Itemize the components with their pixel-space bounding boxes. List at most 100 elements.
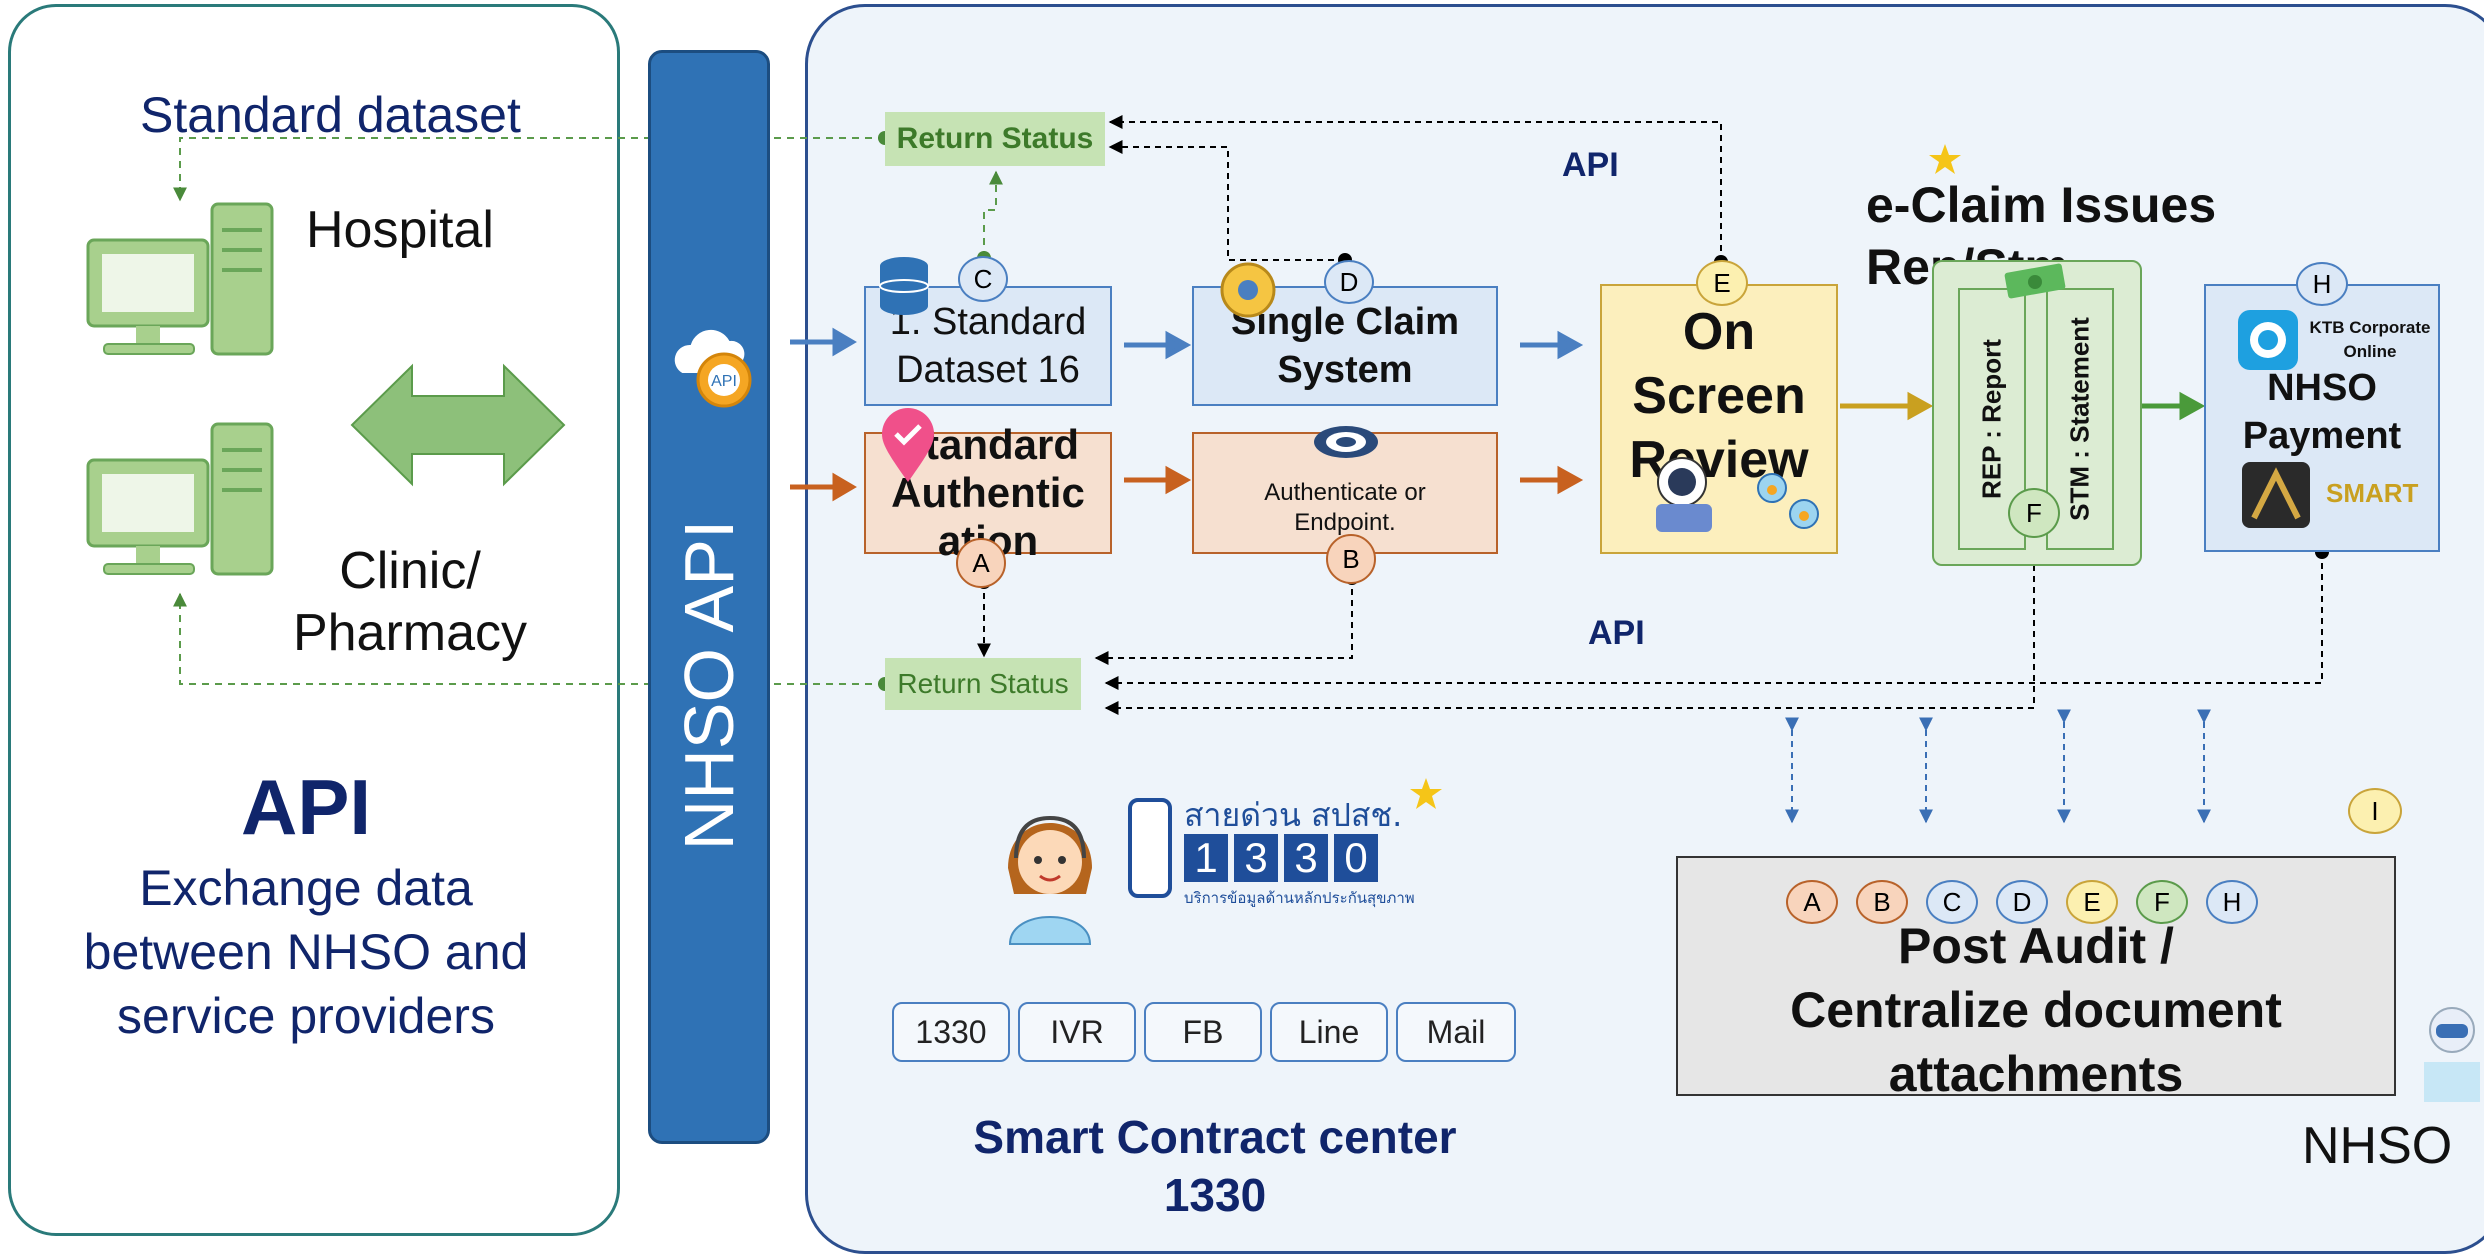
box-line: Endpoint. xyxy=(1294,509,1396,536)
channel-fb-button[interactable]: FB xyxy=(1144,1002,1262,1062)
eclaim-line: e-Claim Issues xyxy=(1866,177,2217,233)
providers-panel xyxy=(8,4,620,1236)
h-to-status xyxy=(1104,552,2323,690)
stm-label: STM : Statement xyxy=(2064,317,2095,521)
marker-d: D xyxy=(1324,260,1374,304)
box-line: Authenticate or xyxy=(1264,479,1426,506)
box-line: Single Claim xyxy=(1230,301,1460,343)
box-line: NHSO xyxy=(2267,367,2377,409)
audit-line: Centralize document xyxy=(1790,982,2282,1038)
api-cloud-gear-icon: API xyxy=(672,327,752,408)
operator-avatar xyxy=(1008,815,1092,945)
api-desc-line: between NHSO and xyxy=(83,924,529,980)
hotline-digit: 1 xyxy=(1184,834,1228,882)
standard-authentication-box[interactable]: Standard Authentic ation xyxy=(864,421,1112,564)
star-icon xyxy=(1410,778,1442,809)
marker-h: H xyxy=(2296,262,2348,306)
c-to-status xyxy=(983,170,1003,258)
audit-marker-b: B xyxy=(1856,880,1908,924)
box-line: On xyxy=(1682,303,1756,361)
audit-marker-e: E xyxy=(2066,880,2118,924)
marker-a: A xyxy=(956,538,1006,588)
nhso-api-label: NHSO API xyxy=(670,519,748,850)
smart-contract-center-label: Smart Contract center 1330 xyxy=(900,1108,1530,1224)
nhso-label: NHSO xyxy=(2302,1117,2453,1175)
e-to-status xyxy=(1108,115,1722,262)
marker-f: F xyxy=(2008,488,2060,538)
hospital-computer-icon xyxy=(86,202,274,356)
marker-e: E xyxy=(1696,260,1748,306)
phone-icon xyxy=(1128,798,1172,898)
ktb-line: KTB Corporate xyxy=(2309,318,2431,337)
post-audit-label: Post Audit / Centralize document attachm… xyxy=(1676,914,2396,1106)
clinic-computer-icon xyxy=(86,422,274,576)
clinic-pharmacy-label: Clinic/ Pharmacy xyxy=(270,540,550,664)
pharmacy-label: Pharmacy xyxy=(292,604,528,662)
d-to-status xyxy=(1108,140,1345,261)
hotline-thai-sub: บริการข้อมูลด้านหลักประกันสุขภาพ xyxy=(1184,889,1415,907)
return-status-bottom: Return Status xyxy=(885,658,1081,710)
f-to-status xyxy=(1104,532,2035,715)
orange-flow-arrows xyxy=(790,465,1584,502)
box-line: Authentic xyxy=(891,469,1085,516)
gold-flow-arrow xyxy=(1840,391,1934,421)
astronaut-laptop-icon xyxy=(1656,457,1819,532)
b-to-status xyxy=(1094,578,1353,665)
nhso-api-bar xyxy=(648,50,770,1144)
api-cloud-text: API xyxy=(711,373,737,390)
channel-line-button[interactable]: Line xyxy=(1270,1002,1388,1062)
api-label-top: API xyxy=(1562,146,1619,184)
rep-label: REP : Report xyxy=(1976,339,2007,499)
money-icon xyxy=(2004,263,2066,299)
smart-app-icon xyxy=(2242,462,2310,528)
channel-mail-button[interactable]: Mail xyxy=(1396,1002,1516,1062)
hotline-thai-title: สายด่วน สปสช. xyxy=(1184,796,1403,834)
api-description: Exchange data between NHSO and service p… xyxy=(20,856,592,1048)
nhso-api-label-wrap: NHSO API xyxy=(648,50,770,1144)
return-status-top: Return Status xyxy=(885,112,1105,166)
green-flow-arrow xyxy=(2142,391,2206,421)
box-line: Dataset 16 xyxy=(896,349,1080,391)
audit-marker-d: D xyxy=(1996,880,2048,924)
on-screen-review-label: On Screen Review xyxy=(1600,300,1838,492)
marker-b: B xyxy=(1326,534,1376,584)
blue-flow-arrows xyxy=(790,327,1584,360)
standard-dataset-label: Standard dataset xyxy=(140,87,521,143)
hotline-digits: 1 3 3 0 xyxy=(1184,834,1378,882)
database-icon xyxy=(879,257,929,315)
audit-marker-h: H xyxy=(2206,880,2258,924)
hotline-digit: 3 xyxy=(1234,834,1278,882)
ktb-line: Online xyxy=(2343,342,2397,361)
audit-line: attachments xyxy=(1888,1046,2184,1102)
audit-links xyxy=(1785,709,2211,824)
post-audit-markers: A B C D E F H xyxy=(1786,880,2258,924)
box-line: Screen xyxy=(1632,367,1806,425)
marker-i: I xyxy=(2348,788,2402,834)
marker-c: C xyxy=(958,256,1008,302)
box-line: Payment xyxy=(2242,415,2402,457)
api-desc-line: Exchange data xyxy=(139,860,473,916)
audit-marker-c: C xyxy=(1926,880,1978,924)
location-check-icon xyxy=(882,408,934,482)
audit-marker-a: A xyxy=(1786,880,1838,924)
ktb-logo-icon xyxy=(2238,310,2298,370)
star-icon xyxy=(1929,144,1961,174)
contract-line: Smart Contract center xyxy=(973,1111,1457,1163)
channel-ivr-button[interactable]: IVR xyxy=(1018,1002,1136,1062)
nhso-payment-label: NHSO Payment xyxy=(2204,364,2440,460)
clinic-label: Clinic/ xyxy=(339,542,481,600)
contract-line: 1330 xyxy=(1163,1169,1267,1221)
hospital-label: Hospital xyxy=(306,201,494,259)
settings-gear-icon xyxy=(1220,262,1276,318)
target-icon xyxy=(1314,426,1378,458)
ktb-label: KTB Corporate Online xyxy=(2300,316,2440,364)
channel-1330-button[interactable]: 1330 xyxy=(892,1002,1010,1062)
audit-marker-f: F xyxy=(2136,880,2188,924)
api-desc-line: service providers xyxy=(117,988,495,1044)
hotline-digit: 3 xyxy=(1284,834,1328,882)
robot-icon xyxy=(2424,1007,2480,1102)
hotline-digit: 0 xyxy=(1334,834,1378,882)
api-title: API xyxy=(240,763,372,851)
audit-line: Post Audit / xyxy=(1898,918,2174,974)
smart-label: SMART xyxy=(2326,478,2419,508)
